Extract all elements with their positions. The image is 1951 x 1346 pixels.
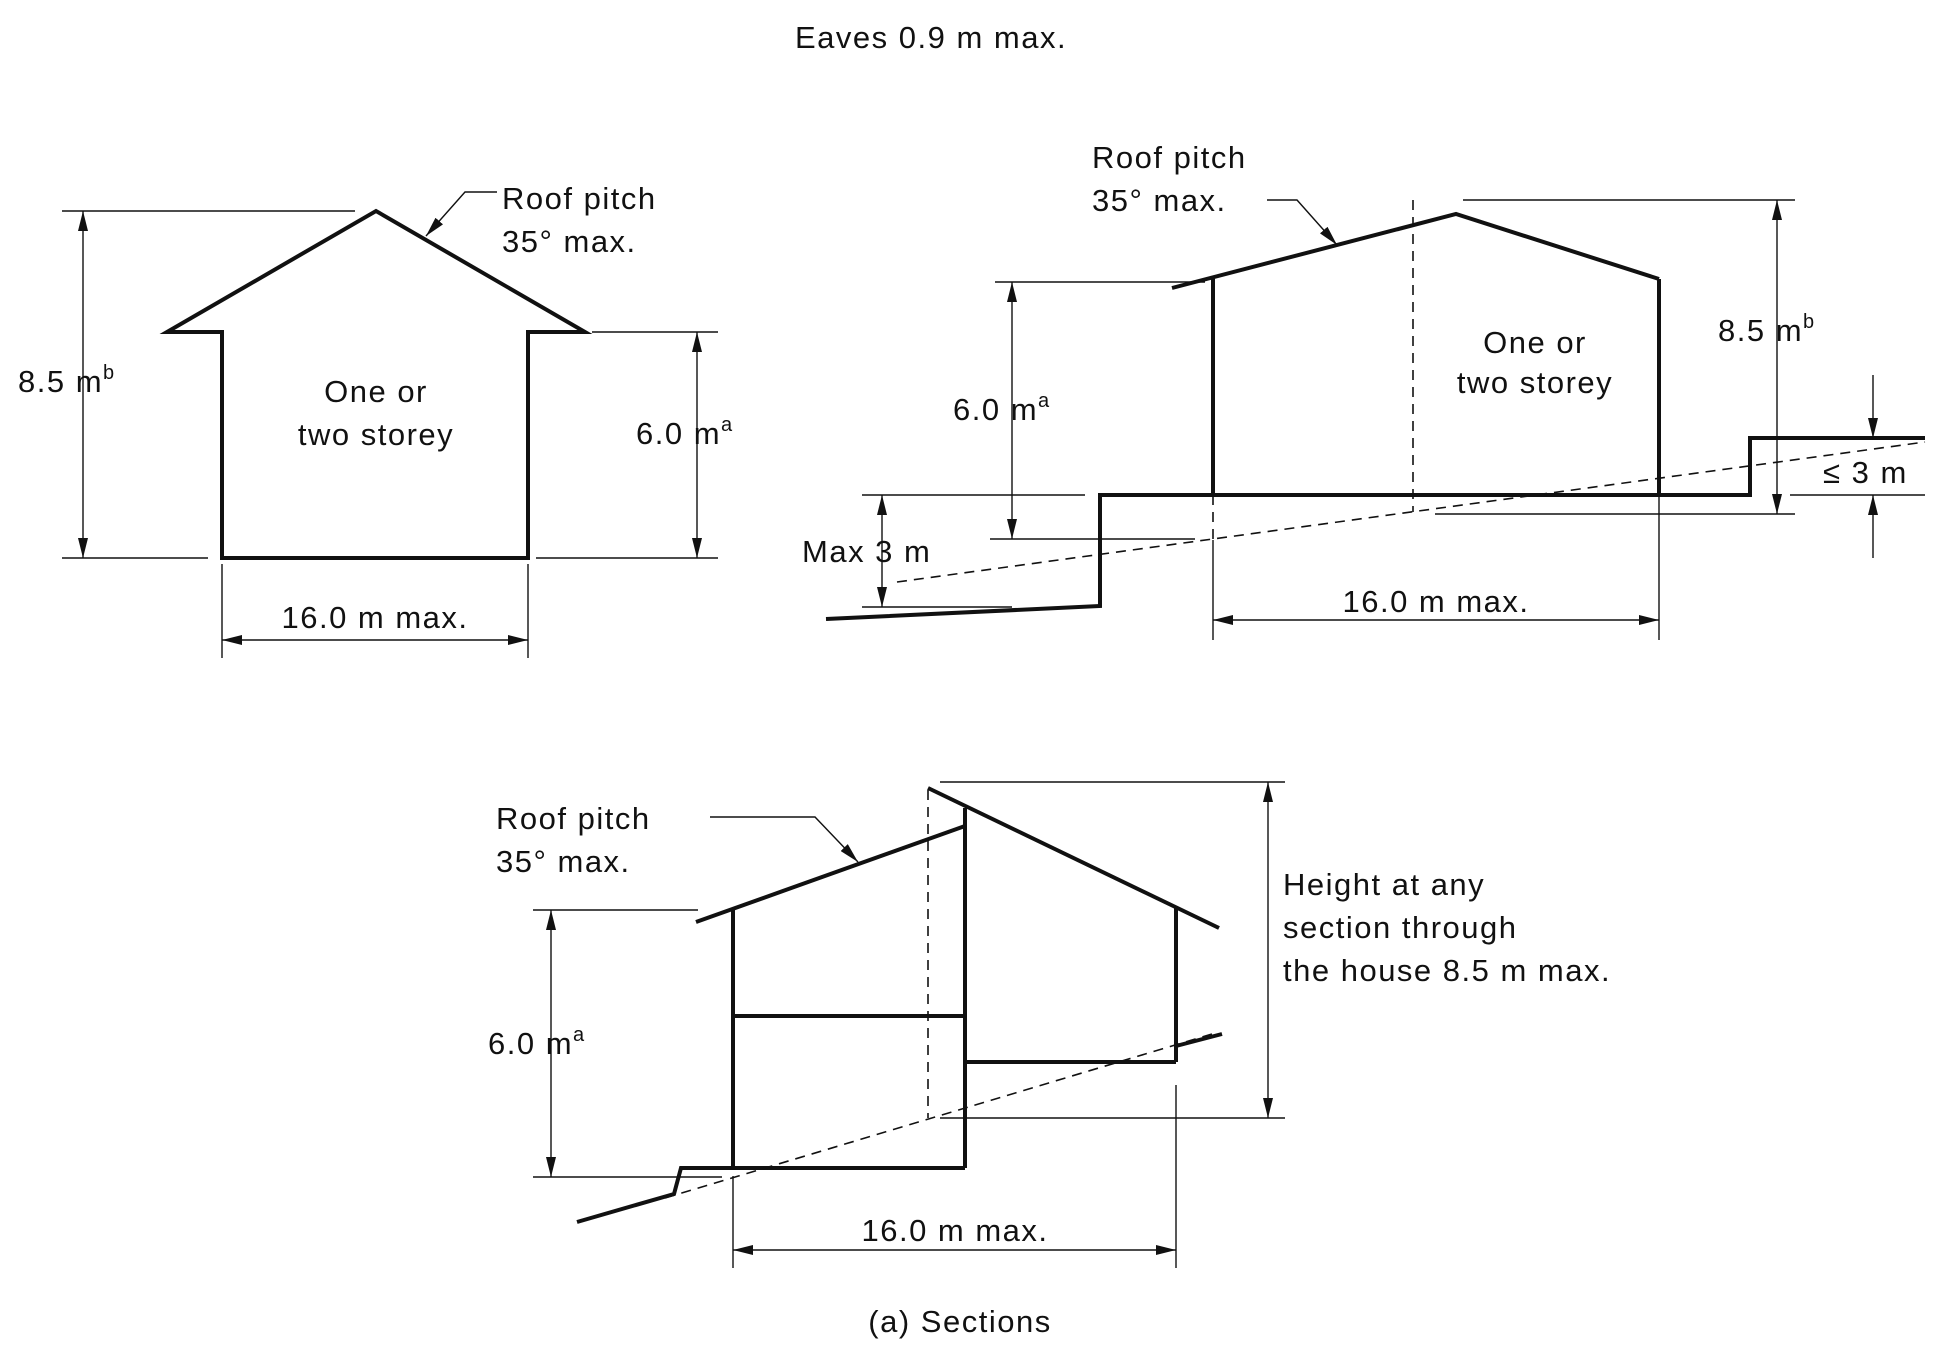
section-2-storey-label-1: One or [1483, 325, 1587, 360]
section-1-width-label: 16.0 m max. [281, 600, 468, 635]
section-2-natural-grade [896, 441, 1926, 583]
section-1-house-outline [159, 208, 593, 560]
section-2-roof-leader [1267, 199, 1338, 246]
section-2-grade-left-label: Max 3 m [802, 534, 931, 569]
section-1-roof-leader [425, 191, 497, 237]
section-1-wall-height-label: 6.0 ma [636, 414, 734, 451]
section-2-roof-pitch-label: Roof pitch [1092, 140, 1247, 175]
section-2-width-label: 16.0 m max. [1342, 584, 1529, 619]
section-2-grade-right-label: ≤ 3 m [1823, 455, 1908, 490]
section-3-split-level: Roof pitch 35° max. 6.0 ma Height at any… [488, 781, 1611, 1268]
section-3-natural-grade [664, 1033, 1213, 1199]
eaves-note: Eaves 0.9 m max. [795, 20, 1067, 55]
section-3-roof-pitch-label: Roof pitch [496, 801, 651, 836]
section-3-roof-leader [710, 816, 859, 863]
section-2-stepped: Roof pitch 35° max. One or two storey 6.… [802, 140, 1926, 640]
section-2-wall-height-label: 6.0 ma [953, 390, 1051, 427]
section-2-roof [1171, 211, 1660, 290]
section-3-height-note-2: section through [1283, 910, 1517, 945]
section-2-total-height-label: 8.5 mb [1718, 311, 1816, 348]
section-1-flat: Roof pitch 35° max. 8.5 mb 6.0 ma One or… [18, 181, 734, 658]
section-3-wall-height-label: 6.0 ma [488, 1024, 586, 1061]
section-2-storey-label-2: two storey [1457, 365, 1613, 400]
section-3-left-roof [695, 824, 966, 924]
section-1-storey-label-2: two storey [298, 417, 454, 452]
section-2-roof-pitch-value: 35° max. [1092, 183, 1227, 218]
section-1-roof-pitch-value: 35° max. [502, 224, 637, 259]
section-3-right-roof [927, 786, 1220, 930]
section-3-right-ground [1175, 1032, 1223, 1048]
section-3-roof-pitch-value: 35° max. [496, 844, 631, 879]
section-3-lower-ground [576, 1166, 965, 1224]
section-1-storey-label-1: One or [324, 374, 428, 409]
figure-caption: (a) Sections [868, 1304, 1051, 1339]
section-3-height-note-1: Height at any [1283, 867, 1485, 902]
section-1-roof-pitch-label: Roof pitch [502, 181, 657, 216]
section-3-height-note-3: the house 8.5 m max. [1283, 953, 1611, 988]
section-1-total-height-label: 8.5 mb [18, 362, 116, 399]
section-3-width-label: 16.0 m max. [861, 1213, 1048, 1248]
